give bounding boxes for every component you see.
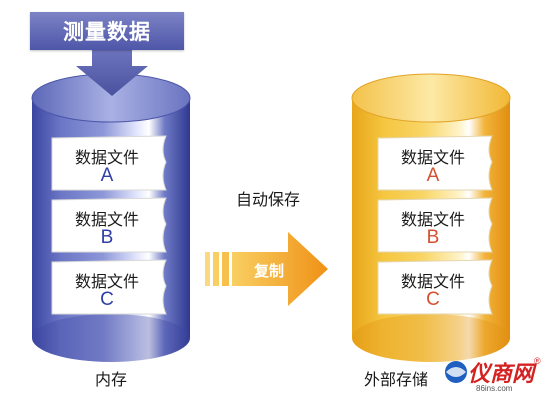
- watermark-brand: 仪商网: [468, 361, 535, 387]
- memory-file-a: 数据文件 A: [52, 138, 170, 190]
- file-letter: A: [100, 165, 114, 186]
- memory-file-b: 数据文件 B: [52, 200, 170, 252]
- external-file-c: 数据文件 C: [378, 262, 496, 314]
- file-title: 数据文件: [400, 272, 465, 291]
- file-title: 数据文件: [74, 210, 139, 229]
- file-letter: A: [426, 165, 440, 186]
- external-file-a: 数据文件 A: [378, 138, 496, 190]
- external-file-b: 数据文件 B: [378, 200, 496, 252]
- watermark-url: 86ins.com: [476, 384, 513, 393]
- file-letter: B: [426, 227, 440, 248]
- file-letter: C: [100, 289, 114, 310]
- file-title: 数据文件: [74, 148, 139, 167]
- file-title: 数据文件: [400, 148, 465, 167]
- memory-file-c: 数据文件 C: [52, 262, 170, 314]
- watermark-logo-icon: [445, 361, 467, 383]
- file-letter: C: [426, 289, 440, 310]
- banner-label: 测量数据: [63, 20, 151, 44]
- external-documents: [377, 135, 493, 315]
- auto-save-caption: 自动保存: [236, 190, 301, 209]
- file-letter: B: [100, 227, 114, 248]
- file-title: 数据文件: [400, 210, 465, 229]
- file-title: 数据文件: [74, 272, 139, 291]
- measurement-data-banner: 测量数据: [30, 12, 184, 50]
- memory-documents: [51, 135, 167, 315]
- copy-label: 复制: [254, 262, 285, 280]
- down-arrow-icon: [76, 48, 148, 96]
- memory-label: 内存: [94, 370, 127, 389]
- watermark-registered-mark: ®: [534, 356, 541, 366]
- copy-arrow-icon: [205, 232, 328, 306]
- external-label: 外部存储: [364, 370, 429, 389]
